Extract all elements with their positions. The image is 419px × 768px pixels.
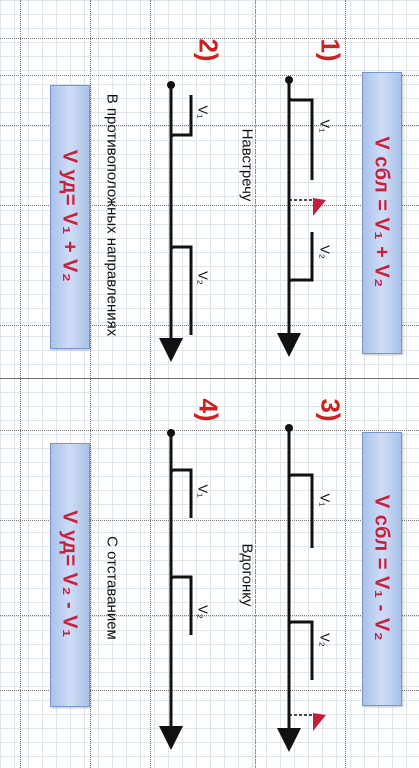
start-point: [167, 81, 175, 89]
scenario-3-diagram: [277, 424, 326, 752]
scenario-2-diagram: [159, 81, 193, 362]
car-v2-marker: [169, 575, 193, 635]
scenario-1-formula-box: [362, 72, 402, 354]
scenario-3-v2-label: V₂: [317, 633, 333, 647]
scenario-1-v2-label: V₂: [317, 245, 333, 259]
scenario-2-v2-label: V₂: [195, 271, 211, 285]
car-v2-marker: [169, 245, 193, 335]
scenario-4-number: 4): [193, 398, 224, 422]
guide-line: [0, 615, 419, 616]
guide-line: [0, 325, 419, 326]
scenario-3-number: 3): [315, 398, 346, 422]
car-v2-marker: [287, 620, 314, 680]
guide-line: [20, 0, 21, 768]
scenario-3-formula: V сбл = V₁ - V₂: [370, 494, 393, 642]
start-point: [285, 424, 293, 432]
start-point: [285, 76, 293, 84]
start-point: [167, 429, 175, 437]
scenario-1-v1-label: V₁: [317, 119, 333, 133]
scenario-3-formula-box: [362, 432, 402, 706]
section-divider: [255, 0, 256, 768]
scenario-2-number: 2): [193, 38, 224, 62]
scenario-2-caption: В противоположных направлениях: [103, 93, 121, 337]
scenario-3-caption: Вдогонку: [238, 543, 256, 607]
scenario-1-number: 1): [315, 38, 346, 62]
section-divider: [0, 378, 419, 379]
flag-icon: [313, 198, 326, 216]
guide-line: [90, 0, 91, 768]
guide-line: [345, 0, 346, 768]
car-v1-marker: [287, 473, 314, 548]
car-v1-marker: [169, 468, 193, 518]
scenario-4-v2-label: V₂: [195, 605, 211, 619]
scenario-2-v1-label: V₁: [195, 105, 211, 119]
scenario-4-formula-box: [50, 443, 90, 707]
guide-line: [0, 430, 419, 431]
car-v1-marker: [169, 95, 193, 139]
scenario-1-diagram: [277, 76, 326, 357]
scenario-1-caption: Навстречу: [238, 128, 256, 202]
guide-line: [0, 125, 419, 126]
flag-icon: [313, 713, 326, 731]
guide-line: [0, 205, 419, 206]
guide-line: [0, 520, 419, 521]
car-v1-marker: [287, 96, 314, 180]
guide-line: [0, 38, 419, 39]
scenario-4-v1-label: V₁: [195, 484, 211, 498]
guide-line: [0, 690, 419, 691]
scenario-2-formula: V уд= V₁ + V₂: [58, 149, 81, 283]
guide-line: [0, 75, 419, 76]
scenario-4-formula: V уд= V₂ - V₁: [58, 510, 81, 638]
scenario-3-v1-label: V₁: [317, 493, 333, 507]
scenario-2-formula-box: [50, 85, 90, 349]
guide-line: [150, 0, 151, 768]
scenario-4-diagram: [159, 429, 193, 750]
scenario-1-formula: V сбл = V₁ + V₂: [370, 136, 393, 288]
car-v2-marker: [287, 232, 314, 284]
scenario-4-caption: С отставанием: [103, 536, 121, 640]
